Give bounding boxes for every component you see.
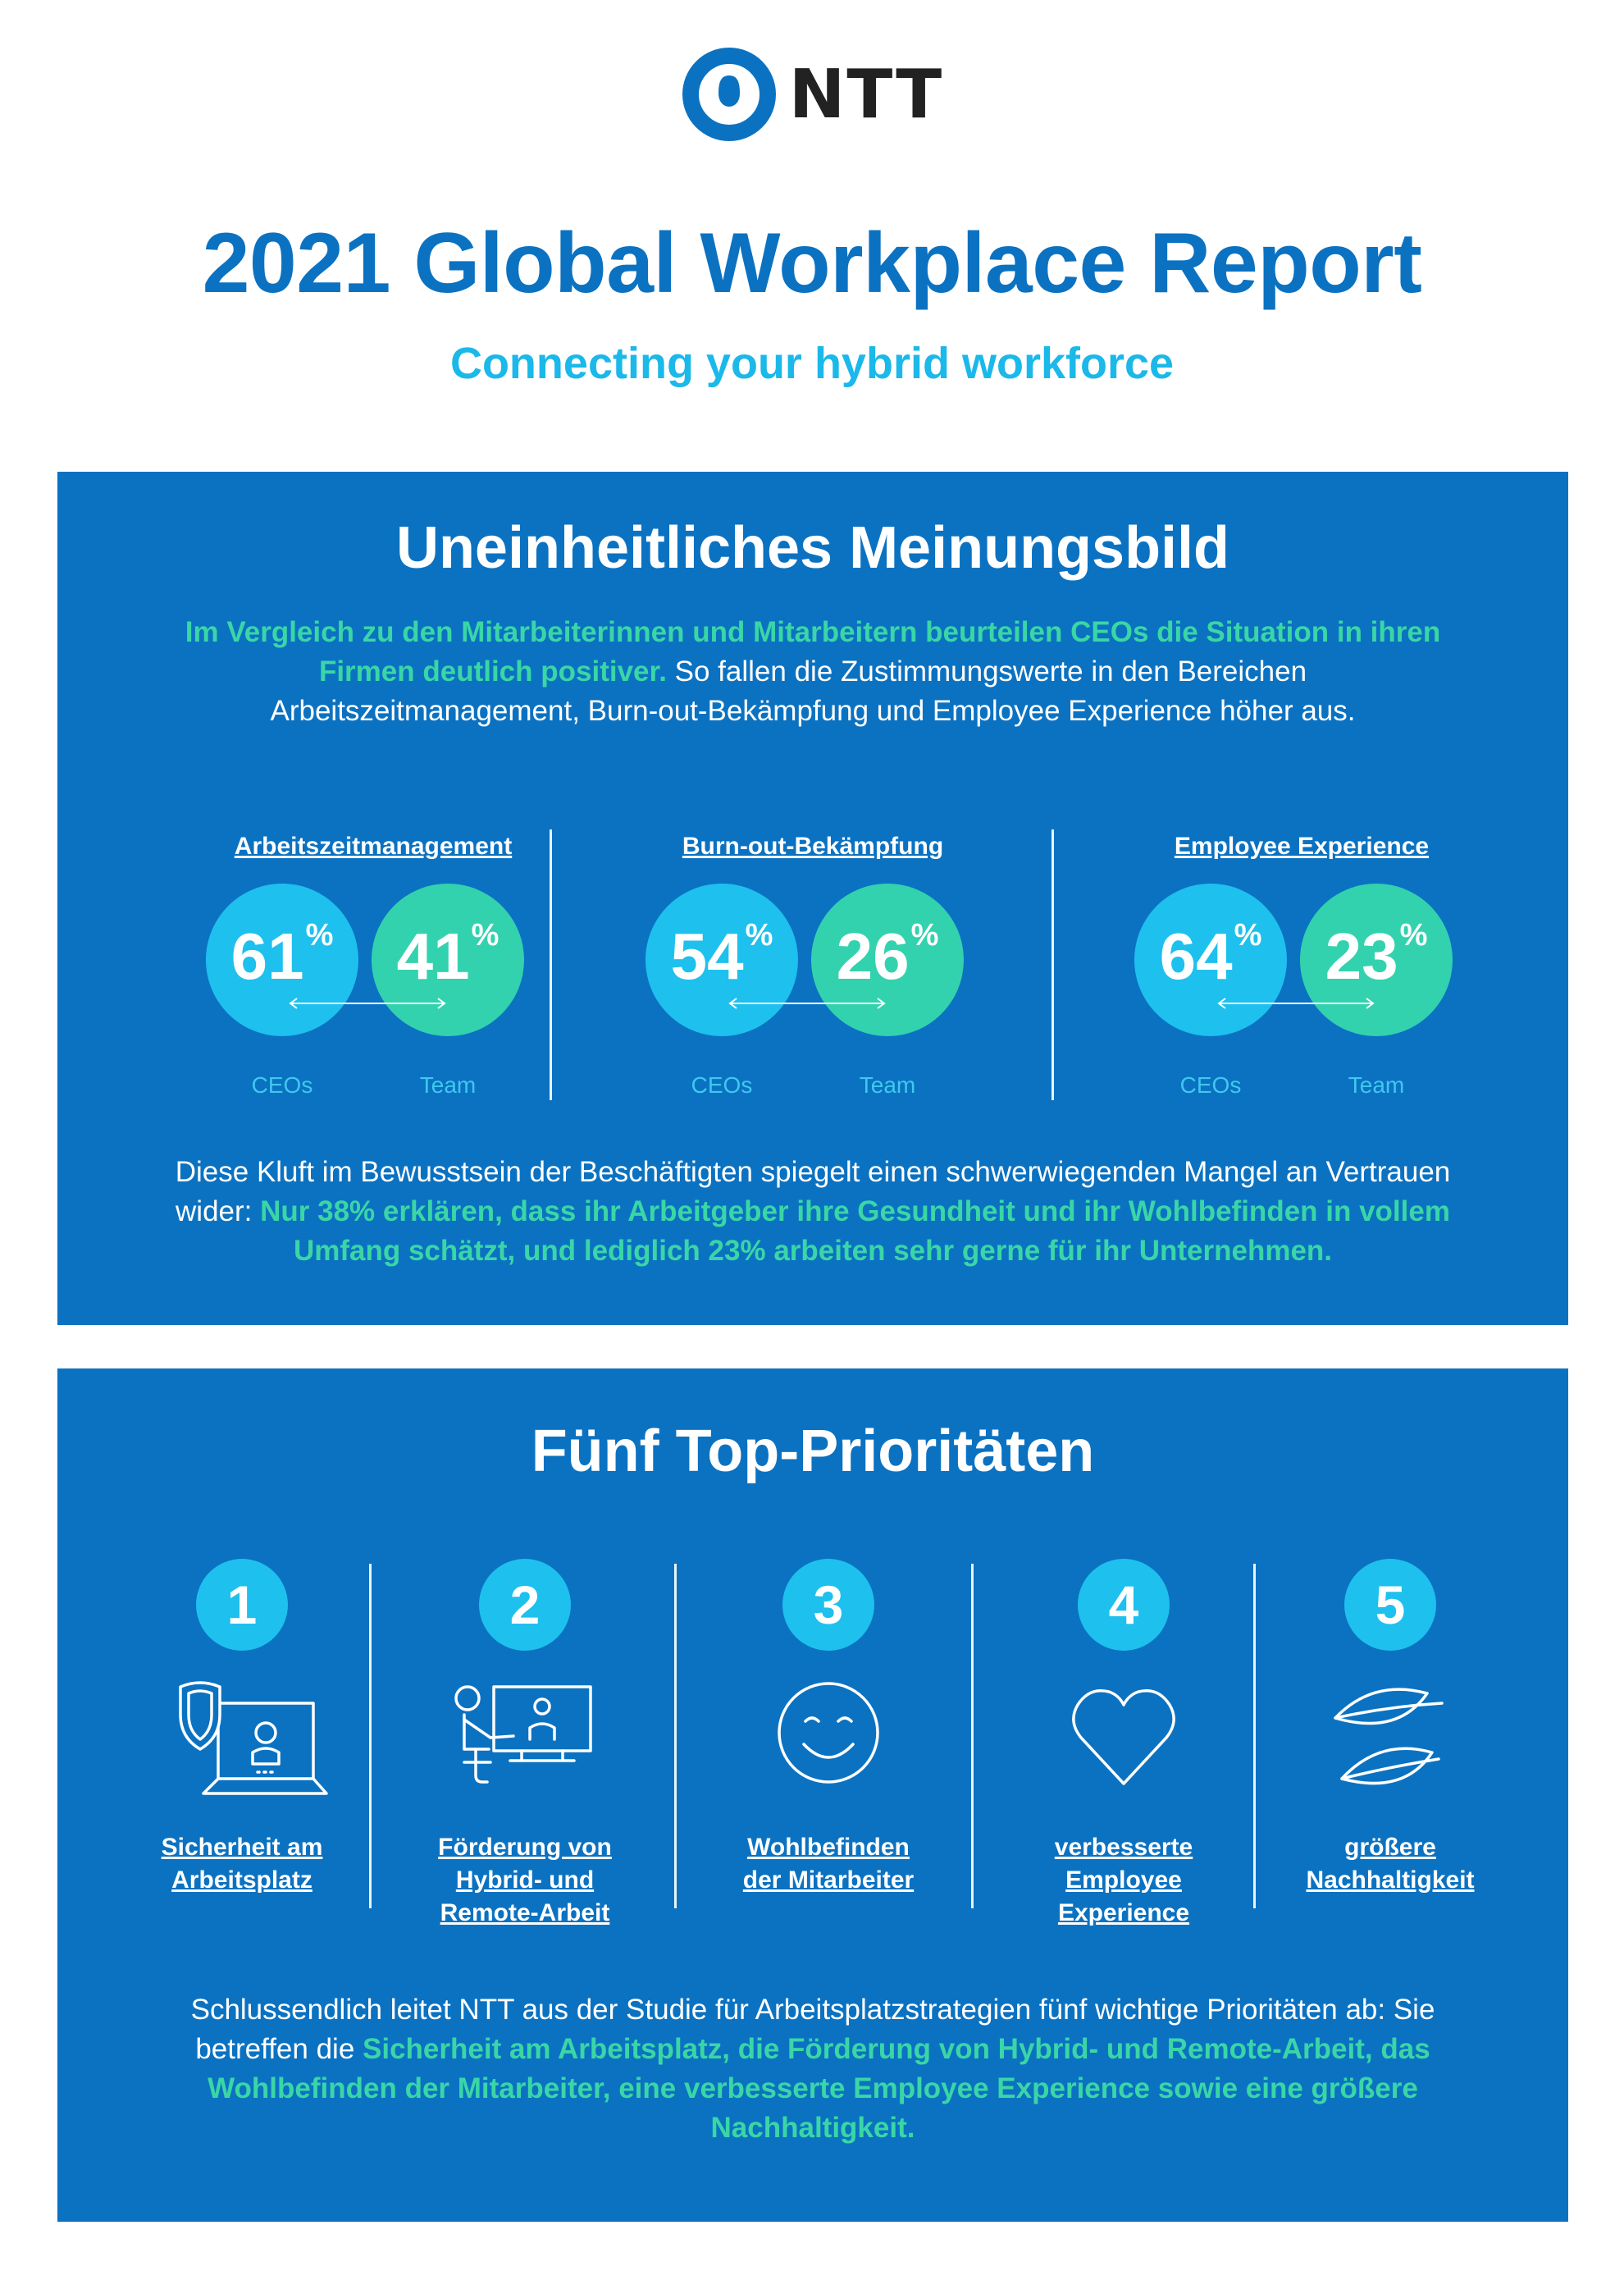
ntt-logo: NTT: [0, 46, 1624, 143]
ceo-label: CEOs: [691, 1072, 753, 1098]
intro-text: So fallen die Zustimmungswerte in den Be…: [270, 656, 1356, 727]
priority-label-line: Hybrid- und: [455, 1866, 595, 1894]
page-title: 2021 Global Workplace Report: [202, 216, 1422, 311]
divider: [1051, 829, 1054, 1100]
ceo-circle: 54%: [645, 884, 798, 1036]
ceo-circle: 64%: [1134, 884, 1287, 1036]
percent-sign: %: [1234, 917, 1262, 953]
priority-label-line: Remote-Arbeit: [440, 1899, 610, 1926]
priority-number-badge: 1: [196, 1559, 288, 1651]
team-value: 26: [836, 920, 910, 993]
priority-number-badge: 4: [1078, 1559, 1170, 1651]
divider: [369, 1564, 372, 1908]
smiley-icon: [778, 1682, 879, 1784]
section-title: Fünf Top-Prioritäten: [531, 1419, 1095, 1484]
percent-sign: %: [1399, 917, 1428, 953]
page-subtitle: Connecting your hybrid workforce: [449, 339, 1175, 388]
priority-label: Sicherheit am Arbeitsplatz: [131, 1831, 353, 1897]
priority-item-4: 4 verbesserte Employee Experience: [1001, 1559, 1247, 1936]
stat-category: Arbeitszeitmanagement: [234, 833, 513, 860]
priority-label-line: der Mitarbeiter: [742, 1866, 915, 1894]
ceo-value: 61: [230, 920, 304, 993]
double-arrow-icon: [289, 998, 446, 1009]
team-circle: 23%: [1300, 884, 1453, 1036]
outro-highlight: Nur 38% erklären, dass ihr Arbeitgeber i…: [260, 1195, 1450, 1267]
priority-label-line: Sicherheit am: [161, 1834, 323, 1861]
priority-label: größere Nachhaltigkeit: [1280, 1831, 1501, 1897]
priority-number-badge: 3: [782, 1559, 874, 1651]
leaves-icon: [1334, 1688, 1444, 1785]
heart-icon: [1072, 1689, 1175, 1785]
priority-number-badge: 5: [1344, 1559, 1436, 1651]
priority-item-3: 3 Wohlbefinden der Mitarbeiter: [705, 1559, 951, 1936]
team-value: 41: [396, 920, 470, 993]
ceo-value: 54: [670, 920, 744, 993]
stat-group-employee-experience: Employee Experience 64% 23% CEOs Team: [1060, 833, 1544, 1098]
intro-highlight: Im Vergleich zu den Mitarbeiterinnen und…: [185, 616, 1441, 688]
percent-sign: %: [471, 917, 500, 953]
ceo-label: CEOs: [1179, 1072, 1242, 1098]
priorities-outro-paragraph: Schlussendlich leitet NTT aus der Studie…: [189, 1990, 1437, 2148]
priority-item-5: 5 größere Nachhaltigkeit: [1280, 1559, 1526, 1936]
team-label: Team: [859, 1072, 916, 1098]
percent-sign: %: [910, 917, 939, 953]
ceo-label: CEOs: [251, 1072, 313, 1098]
priority-label-line: Nachhaltigkeit: [1306, 1866, 1475, 1894]
divider: [674, 1564, 677, 1908]
team-label: Team: [419, 1072, 477, 1098]
divider: [971, 1564, 974, 1908]
stat-category: Burn-out-Bekämpfung: [682, 833, 944, 860]
outro-paragraph: Diese Kluft im Bewusstsein der Beschäfti…: [148, 1153, 1478, 1271]
section-title: Uneinheitliches Meinungsbild: [395, 515, 1230, 581]
stat-category: Employee Experience: [1174, 833, 1430, 860]
stat-group-arbeitszeit: Arbeitszeitmanagement 61% 41% CEOs Team: [131, 833, 615, 1098]
ceo-value: 64: [1159, 920, 1233, 993]
opinion-panel: Uneinheitliches Meinungsbild Im Vergleic…: [57, 472, 1568, 1325]
priority-number-badge: 2: [479, 1559, 571, 1651]
priority-label-line: verbesserte: [1054, 1834, 1193, 1861]
outro-text: Diese Kluft im Bewusstsein der Beschäfti…: [175, 1156, 1451, 1227]
priority-label: Wohlbefinden der Mitarbeiter: [705, 1831, 951, 1897]
priority-label: verbesserte Employee Experience: [1001, 1831, 1247, 1930]
percent-sign: %: [745, 917, 773, 953]
shield-laptop-icon: [179, 1681, 328, 1795]
double-arrow-icon: [728, 998, 886, 1009]
outro-highlight: Sicherheit am Arbeitsplatz, die Förderun…: [208, 2033, 1430, 2144]
priority-label-line: Förderung von: [438, 1834, 612, 1861]
divider: [550, 829, 552, 1100]
team-label: Team: [1348, 1072, 1405, 1098]
priority-label-line: Arbeitsplatz: [171, 1866, 312, 1894]
remote-worker-icon: [454, 1685, 592, 1784]
priority-label: Förderung von Hybrid- und Remote-Arbeit: [402, 1831, 648, 1930]
team-value: 23: [1325, 920, 1398, 993]
logo-text: NTT: [788, 55, 944, 134]
priority-label-line: größere: [1344, 1834, 1436, 1861]
team-circle: 41%: [372, 884, 524, 1036]
divider: [1253, 1564, 1256, 1908]
intro-paragraph: Im Vergleich zu den Mitarbeiterinnen und…: [180, 613, 1445, 731]
priority-label-line: Employee: [1065, 1866, 1182, 1894]
priority-label-line: Experience: [1057, 1899, 1190, 1926]
percent-sign: %: [305, 917, 334, 953]
outro-text: Schlussendlich leitet NTT aus der Studie…: [190, 1994, 1435, 2065]
stat-group-burnout: Burn-out-Bekämpfung 54% 26% CEOs Team: [571, 833, 1055, 1098]
ntt-logo-mark-icon: [682, 48, 776, 141]
team-circle: 26%: [811, 884, 964, 1036]
priorities-panel: Fünf Top-Prioritäten 1 Sicherheit am Arb…: [57, 1368, 1568, 2222]
priority-label-line: Wohlbefinden: [747, 1834, 910, 1861]
double-arrow-icon: [1217, 998, 1375, 1009]
priority-item-1: 1 Sicherheit am Arbeitsplatz: [131, 1559, 353, 1936]
priority-item-2: 2 Förderung von Hybrid- und Remote-Arbei…: [402, 1559, 648, 1936]
ceo-circle: 61%: [206, 884, 358, 1036]
